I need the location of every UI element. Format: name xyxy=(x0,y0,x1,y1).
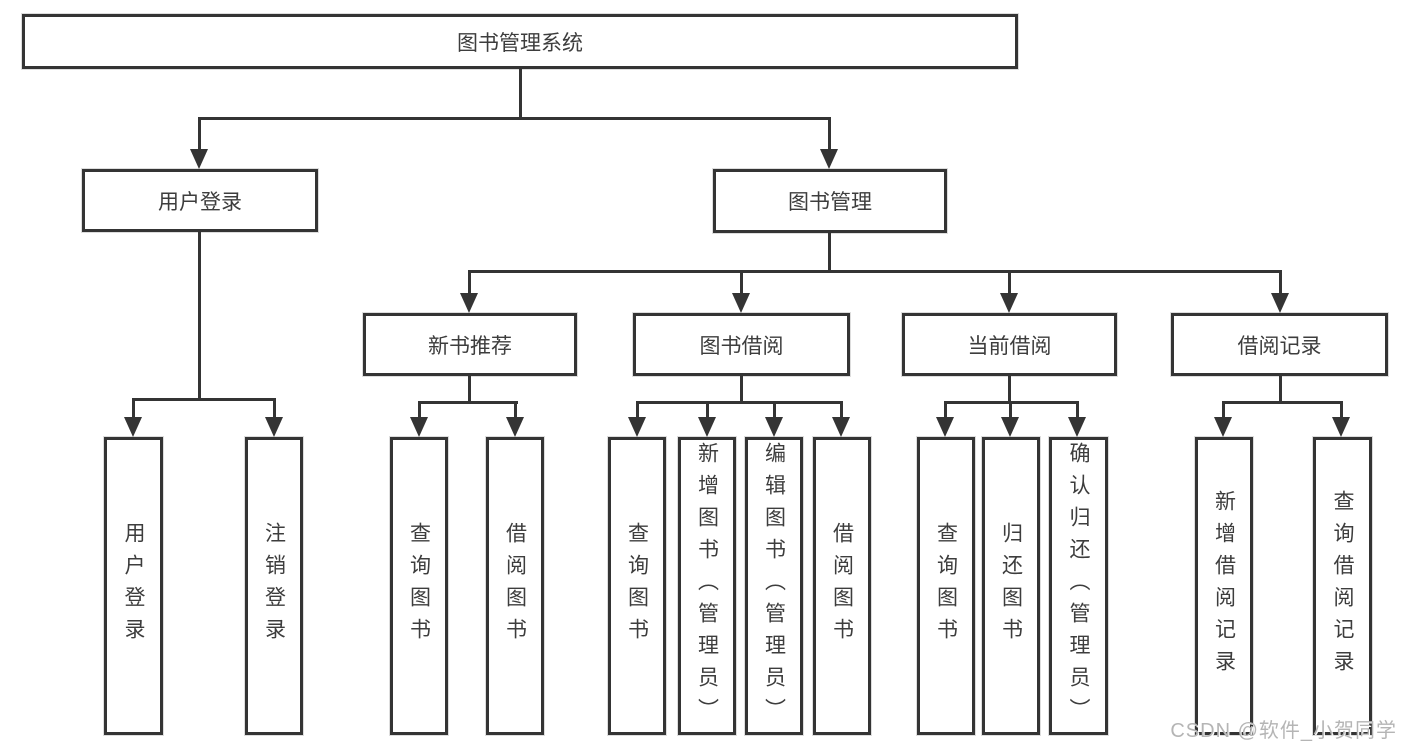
arrow-query-record xyxy=(1332,417,1350,437)
leaf-query-books-3: 查询图书 xyxy=(917,437,975,735)
leaf-confirm-return-admin-label: 确认归还（管理员） xyxy=(1067,442,1090,730)
leaf-query-borrow-record-label: 查询借阅记录 xyxy=(1331,490,1354,682)
connector-drop-add-record xyxy=(1222,401,1225,421)
connector-book-borrow-split xyxy=(636,401,843,404)
leaf-return-books-label: 归还图书 xyxy=(999,522,1023,650)
leaf-confirm-return-admin: 确认归还（管理员） xyxy=(1049,437,1108,735)
node-book-borrow: 图书借阅 xyxy=(633,313,850,376)
arrow-current-borrow xyxy=(1000,293,1018,313)
arrow-borrow-records xyxy=(1271,293,1289,313)
connector-drop-user-login xyxy=(198,117,201,151)
connector-root-split xyxy=(198,117,831,120)
leaf-query-borrow-record: 查询借阅记录 xyxy=(1313,437,1372,735)
connector-user-login-stem xyxy=(198,232,201,401)
leaf-user-login: 用户登录 xyxy=(104,437,163,735)
leaf-borrow-books-1: 借阅图书 xyxy=(486,437,544,735)
leaf-return-books: 归还图书 xyxy=(982,437,1040,735)
connector-drop-current-borrow xyxy=(1008,270,1011,296)
leaf-query-books-1-label: 查询图书 xyxy=(407,522,431,650)
node-user-login-label: 用户登录 xyxy=(158,190,242,214)
connector-drop-leaf-logout xyxy=(273,398,276,421)
leaf-edit-books-admin: 编辑图书（管理员） xyxy=(745,437,803,735)
leaf-edit-books-admin-label: 编辑图书（管理员） xyxy=(762,442,786,730)
connector-drop-return-books xyxy=(1009,401,1012,421)
node-new-book-recommend: 新书推荐 xyxy=(363,313,577,376)
arrow-query-books-2 xyxy=(628,417,646,437)
arrow-edit-books xyxy=(765,417,783,437)
connector-new-book-split xyxy=(418,401,518,404)
node-borrow-records-label: 借阅记录 xyxy=(1237,334,1322,358)
connector-drop-leaf-user-login xyxy=(132,398,135,421)
connector-root-stem xyxy=(519,69,522,119)
arrow-add-record xyxy=(1214,417,1232,437)
node-new-book-recommend-label: 新书推荐 xyxy=(428,334,512,358)
node-current-borrow-label: 当前借阅 xyxy=(967,334,1052,358)
node-root: 图书管理系统 xyxy=(22,14,1018,69)
connector-book-management-stem xyxy=(828,233,831,273)
arrow-query-books-1 xyxy=(410,417,428,437)
leaf-query-books-2: 查询图书 xyxy=(608,437,666,735)
leaf-logout-label: 注销登录 xyxy=(262,522,286,650)
arrow-borrow-books-1 xyxy=(506,417,524,437)
node-current-borrow: 当前借阅 xyxy=(902,313,1117,376)
connector-drop-borrow-books-2 xyxy=(840,401,843,421)
arrow-confirm-return xyxy=(1068,417,1086,437)
leaf-logout: 注销登录 xyxy=(245,437,303,735)
leaf-query-books-1: 查询图书 xyxy=(390,437,448,735)
connector-drop-book-management xyxy=(828,117,831,151)
connector-current-borrow-stem xyxy=(1008,376,1011,404)
arrow-add-books xyxy=(698,417,716,437)
leaf-query-books-2-label: 查询图书 xyxy=(625,522,649,650)
node-book-management: 图书管理 xyxy=(713,169,947,233)
connector-drop-confirm-return xyxy=(1076,401,1079,421)
connector-level3-split xyxy=(468,270,1282,273)
connector-drop-query-books-2 xyxy=(636,401,639,421)
leaf-add-borrow-record-label: 新增借阅记录 xyxy=(1212,490,1236,682)
arrow-leaf-user-login xyxy=(124,417,142,437)
node-book-borrow-label: 图书借阅 xyxy=(699,334,784,358)
connector-drop-borrow-books-1 xyxy=(514,401,517,421)
connector-drop-borrow-records xyxy=(1279,270,1282,296)
arrow-new-book xyxy=(460,293,478,313)
node-borrow-records: 借阅记录 xyxy=(1171,313,1388,376)
node-user-login: 用户登录 xyxy=(82,169,318,232)
connector-book-borrow-stem xyxy=(740,376,743,404)
connector-drop-book-borrow xyxy=(740,270,743,296)
arrow-user-login xyxy=(190,149,208,169)
leaf-add-books-admin-label: 新增图书（管理员） xyxy=(695,442,719,730)
leaf-add-books-admin: 新增图书（管理员） xyxy=(678,437,736,735)
connector-drop-query-record xyxy=(1340,401,1343,421)
connector-drop-add-books xyxy=(706,401,709,421)
arrow-borrow-books-2 xyxy=(832,417,850,437)
connector-drop-edit-books xyxy=(773,401,776,421)
arrow-book-borrow xyxy=(732,293,750,313)
csdn-watermark: CSDN @软件_小贺同学 xyxy=(1170,720,1397,742)
connector-user-login-split xyxy=(132,398,276,401)
arrow-return-books xyxy=(1001,417,1019,437)
connector-new-book-stem xyxy=(468,376,471,404)
leaf-user-login-label: 用户登录 xyxy=(122,522,145,650)
connector-drop-new-book xyxy=(468,270,471,296)
node-root-label: 图书管理系统 xyxy=(457,31,583,55)
connector-drop-query-books-3 xyxy=(944,401,947,421)
leaf-add-borrow-record: 新增借阅记录 xyxy=(1195,437,1253,735)
connector-borrow-records-split xyxy=(1222,401,1343,404)
arrow-query-books-3 xyxy=(936,417,954,437)
arrow-book-management xyxy=(820,149,838,169)
leaf-borrow-books-2-label: 借阅图书 xyxy=(830,522,854,650)
connector-drop-query-books-1 xyxy=(418,401,421,421)
node-book-management-label: 图书管理 xyxy=(788,191,872,214)
connector-borrow-records-stem xyxy=(1279,376,1282,404)
leaf-borrow-books-1-label: 借阅图书 xyxy=(503,522,527,650)
leaf-query-books-3-label: 查询图书 xyxy=(934,522,958,650)
leaf-borrow-books-2: 借阅图书 xyxy=(813,437,871,735)
arrow-leaf-logout xyxy=(265,417,283,437)
